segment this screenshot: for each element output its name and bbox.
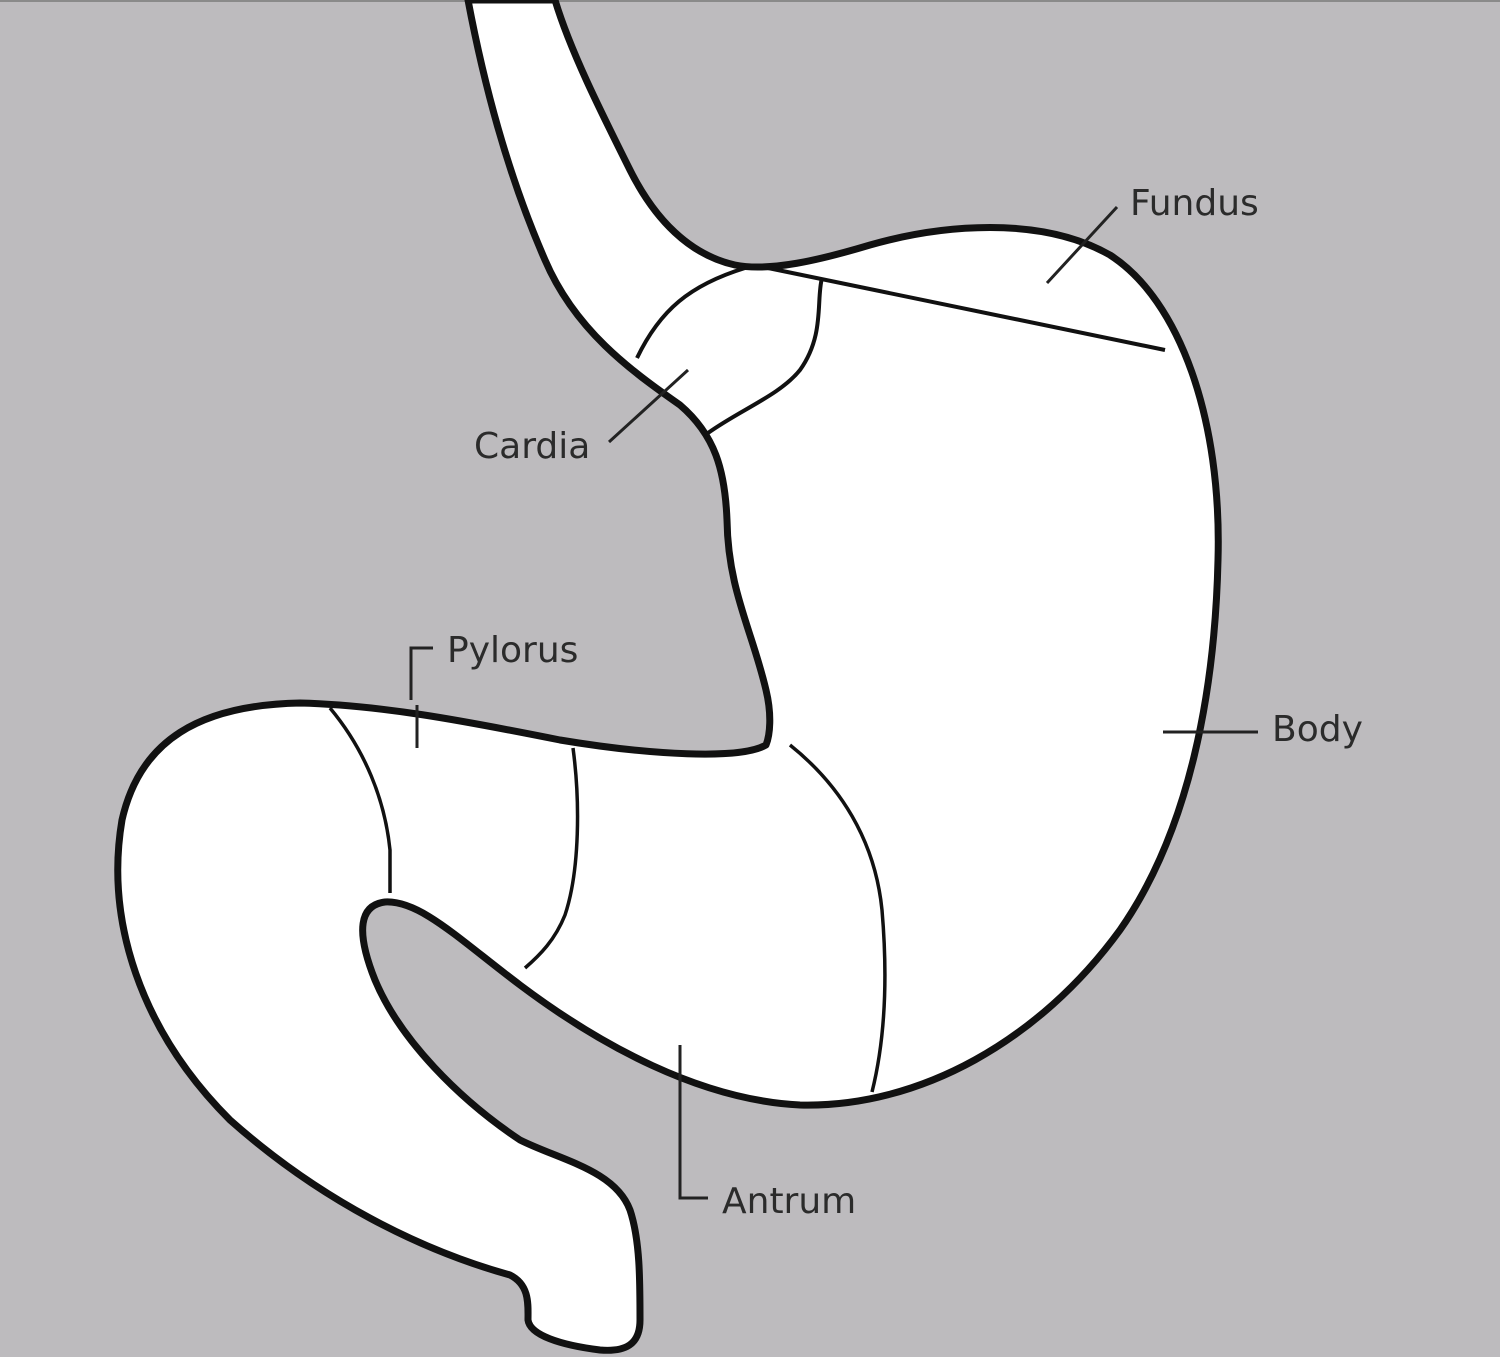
- pylorus-label: Pylorus: [447, 630, 578, 671]
- cardia-boundary-upper: [635, 266, 746, 359]
- pylorus-duodenum-boundary: [328, 706, 392, 893]
- pylorus-leader: [409, 646, 433, 748]
- body-antrum-boundary: [788, 743, 887, 1093]
- cardia-leader: [607, 368, 690, 444]
- body-label: Body: [1272, 709, 1363, 750]
- fundus-leader: [1045, 205, 1119, 285]
- antrum-leader: [678, 1045, 708, 1200]
- fundus-boundary: [767, 266, 1166, 352]
- antrum-pylorus-boundary: [523, 747, 580, 970]
- cardia-label: Cardia: [474, 426, 590, 467]
- fundus-label: Fundus: [1130, 183, 1259, 224]
- antrum-label: Antrum: [722, 1181, 856, 1222]
- stomach-outline: [114, 0, 1222, 1354]
- cardia-boundary-lower: [706, 277, 824, 435]
